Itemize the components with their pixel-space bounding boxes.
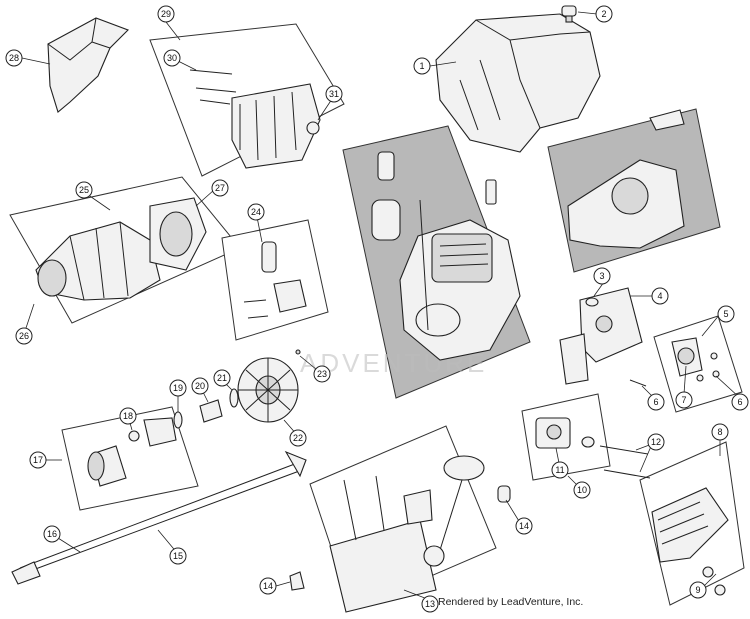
svg-text:29: 29	[161, 9, 171, 19]
svg-text:23: 23	[317, 369, 327, 379]
part-22-flywheel	[237, 357, 299, 423]
callout-3: 3	[593, 267, 611, 285]
svg-text:1: 1	[419, 61, 424, 71]
callout-23: 23	[313, 365, 331, 383]
part-10-carburetor	[535, 417, 595, 449]
callout-13: 13	[421, 595, 439, 613]
svg-text:3: 3	[599, 271, 604, 281]
part-15-cable	[19, 450, 307, 575]
svg-text:21: 21	[217, 373, 227, 383]
callout-16: 16	[43, 525, 61, 543]
callout-5: 5	[717, 305, 735, 323]
svg-text:31: 31	[329, 89, 339, 99]
callout-28: 28	[5, 49, 23, 67]
svg-text:24: 24	[251, 207, 261, 217]
callout-11: 11	[551, 461, 569, 479]
part-29-muffler	[189, 69, 321, 169]
svg-text:30: 30	[167, 53, 177, 63]
part-16-throttle	[11, 561, 41, 585]
callout-30: 30	[163, 49, 181, 67]
svg-text:5: 5	[723, 309, 728, 319]
svg-text:28: 28	[9, 53, 19, 63]
callout-4: 4	[651, 287, 669, 305]
svg-text:20: 20	[195, 381, 205, 391]
callout-31: 31	[325, 85, 343, 103]
part-12-bolts	[599, 445, 651, 479]
svg-text:18: 18	[123, 411, 133, 421]
svg-text:19: 19	[173, 383, 183, 393]
part-21-washer	[229, 388, 239, 408]
part-23-key	[295, 349, 301, 355]
callout-17: 17	[29, 451, 47, 469]
svg-text:10: 10	[577, 485, 587, 495]
callout-14b: 14	[259, 577, 277, 595]
part-13-fuel-tank	[329, 455, 485, 613]
callout-6a: 6	[647, 393, 665, 411]
svg-text:14: 14	[519, 521, 529, 531]
callout-25: 25	[75, 181, 93, 199]
callout-21: 21	[213, 369, 231, 387]
callout-29: 29	[157, 5, 175, 23]
part-24-primer	[243, 241, 307, 319]
callout-27: 27	[211, 179, 229, 197]
callout-24: 24	[247, 203, 265, 221]
part-fan-housing	[567, 109, 685, 249]
svg-text:14: 14	[263, 581, 273, 591]
part-28-shield	[47, 17, 129, 113]
callout-2: 2	[595, 5, 613, 23]
callout-9: 9	[689, 581, 707, 599]
callout-20: 20	[191, 377, 209, 395]
part-2-knob	[561, 5, 577, 23]
svg-text:7: 7	[681, 395, 686, 405]
svg-text:9: 9	[695, 585, 700, 595]
callout-26: 26	[15, 327, 33, 345]
callout-19: 19	[169, 379, 187, 397]
callout-15: 15	[169, 547, 187, 565]
part-14-grommet-b	[289, 571, 305, 591]
part-14-grommet-a	[497, 485, 511, 503]
svg-text:2: 2	[601, 9, 606, 19]
callout-14a: 14	[515, 517, 533, 535]
svg-text:16: 16	[47, 529, 57, 539]
svg-text:12: 12	[651, 437, 661, 447]
svg-text:13: 13	[425, 599, 435, 609]
part-25-starter-housing	[35, 197, 207, 301]
part-5-group	[629, 337, 720, 387]
part-1-engine-cover	[435, 13, 601, 153]
callout-12: 12	[647, 433, 665, 451]
callouts: 1 2 3 4 5 6 6 7 8 9 10 11 12 13 14 14 15…	[5, 5, 749, 613]
callout-8: 8	[711, 423, 729, 441]
panel-24-primer	[221, 219, 329, 341]
svg-text:6: 6	[653, 397, 658, 407]
part-engine-block	[371, 151, 521, 361]
svg-text:15: 15	[173, 551, 183, 561]
svg-text:17: 17	[33, 455, 43, 465]
svg-text:26: 26	[19, 331, 29, 341]
part-19-washer	[173, 411, 183, 429]
footer-credit: Rendered by LeadVenture, Inc.	[438, 596, 584, 608]
svg-text:11: 11	[555, 465, 564, 475]
part-8-air-filter	[651, 487, 729, 596]
callout-22: 22	[289, 429, 307, 447]
svg-text:22: 22	[293, 433, 303, 443]
callout-7: 7	[675, 391, 693, 409]
callout-10: 10	[573, 481, 591, 499]
callout-18: 18	[119, 407, 137, 425]
part-4-bracket	[559, 287, 643, 385]
part-17-clutch	[87, 417, 177, 487]
svg-text:25: 25	[79, 185, 89, 195]
callout-1: 1	[413, 57, 431, 75]
part-20-spacer	[199, 399, 223, 423]
svg-text:27: 27	[215, 183, 225, 193]
callout-6b: 6	[731, 393, 749, 411]
svg-text:4: 4	[657, 291, 662, 301]
svg-text:6: 6	[737, 397, 742, 407]
svg-text:8: 8	[717, 427, 722, 437]
